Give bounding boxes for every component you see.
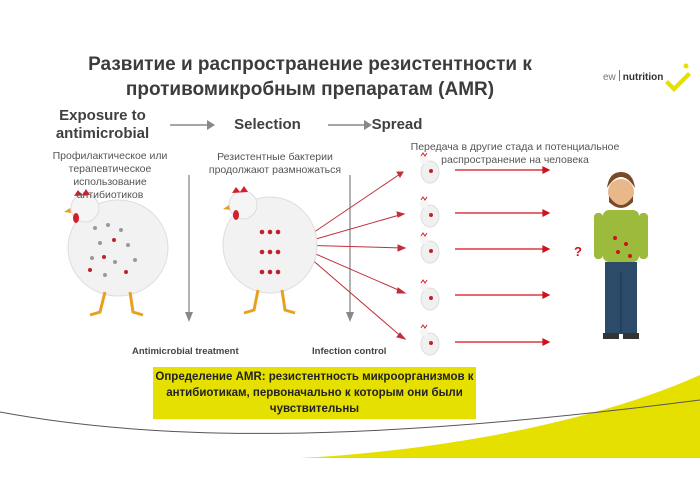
page-title: Развитие и распространение резистентност… [60,52,560,102]
stage-exposure-title: Exposure to antimicrobial [40,107,165,143]
stage-selection-title: Selection [234,116,301,133]
desc-line: продолжают размножаться [208,164,342,176]
title-line-2: противомикробным препаратам (AMR) [125,79,495,100]
chicken-exposure-illustration [64,189,169,317]
stage-exposure-description: Профилактическое или терапевтическое исп… [40,150,180,202]
logo-ew: ew [603,72,616,83]
stage-arrow-1 [170,120,215,130]
stage-spread-title: Spread [371,116,423,133]
desc-line: терапевтическое [68,163,152,175]
yellow-swoosh [300,375,700,458]
infection-control-arrow [346,175,354,322]
definition-line: Определение AMR: резистентность микроорг… [155,371,474,383]
stage-exposure-title-line2: antimicrobial [55,125,150,142]
stage-exposure-title-line1: Exposure to [59,107,146,124]
desc-line: антибиотиков [76,189,144,201]
infection-control-label: Infection control [312,346,387,357]
human-illustration [594,172,648,339]
chicken-selection-illustration [222,186,318,315]
desc-line: Передача в другие стада и потенциальное [410,141,620,153]
amr-definition-box: Определение AMR: резистентность микроорг… [153,367,476,419]
definition-line: антибиотикам, первоначально к которым он… [166,387,463,399]
desc-line: распространение на человека [441,154,589,166]
stage-arrow-2 [328,120,372,130]
antimicrobial-treatment-label: Antimicrobial treatment [132,346,239,357]
desc-line: Резистентные бактерии [217,151,333,163]
stage-selection-description: Резистентные бактерии продолжают размнож… [200,151,350,177]
stage-spread-description: Передача в другие стада и потенциальное … [400,141,630,167]
treatment-arrow [185,175,193,322]
small-chickens [420,152,440,356]
gray-curve [0,399,700,434]
title-line-1: Развитие и распространение резистентност… [88,54,532,75]
definition-line: чувствительны [269,403,360,415]
logo-nutrition: nutrition [622,72,664,83]
question-mark: ? [574,244,582,259]
logo-checkmark-icon [665,63,691,92]
ew-nutrition-logo: ew nutrition [603,70,663,83]
desc-line: Профилактическое или [52,150,168,162]
human-transfer-arrows [455,166,551,346]
desc-line: использование [73,176,147,188]
